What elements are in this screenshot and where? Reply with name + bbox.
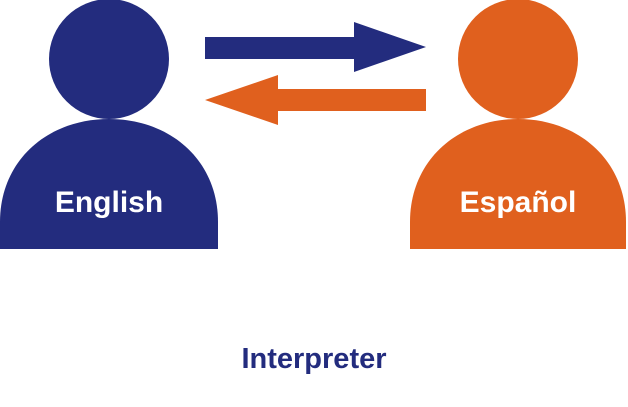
- english-label: English: [55, 186, 163, 219]
- english-person-icon: English: [0, 0, 218, 249]
- english-person-body: [0, 119, 218, 249]
- english-person-head: [49, 0, 169, 119]
- spanish-person-icon: Español: [410, 0, 626, 249]
- arrow-right-icon: [205, 22, 426, 72]
- spanish-label: Español: [460, 186, 577, 219]
- interpreter-caption: Interpreter: [241, 343, 387, 375]
- arrow-left-icon: [205, 75, 426, 125]
- spanish-person-head: [458, 0, 578, 119]
- spanish-person-body: [410, 119, 626, 249]
